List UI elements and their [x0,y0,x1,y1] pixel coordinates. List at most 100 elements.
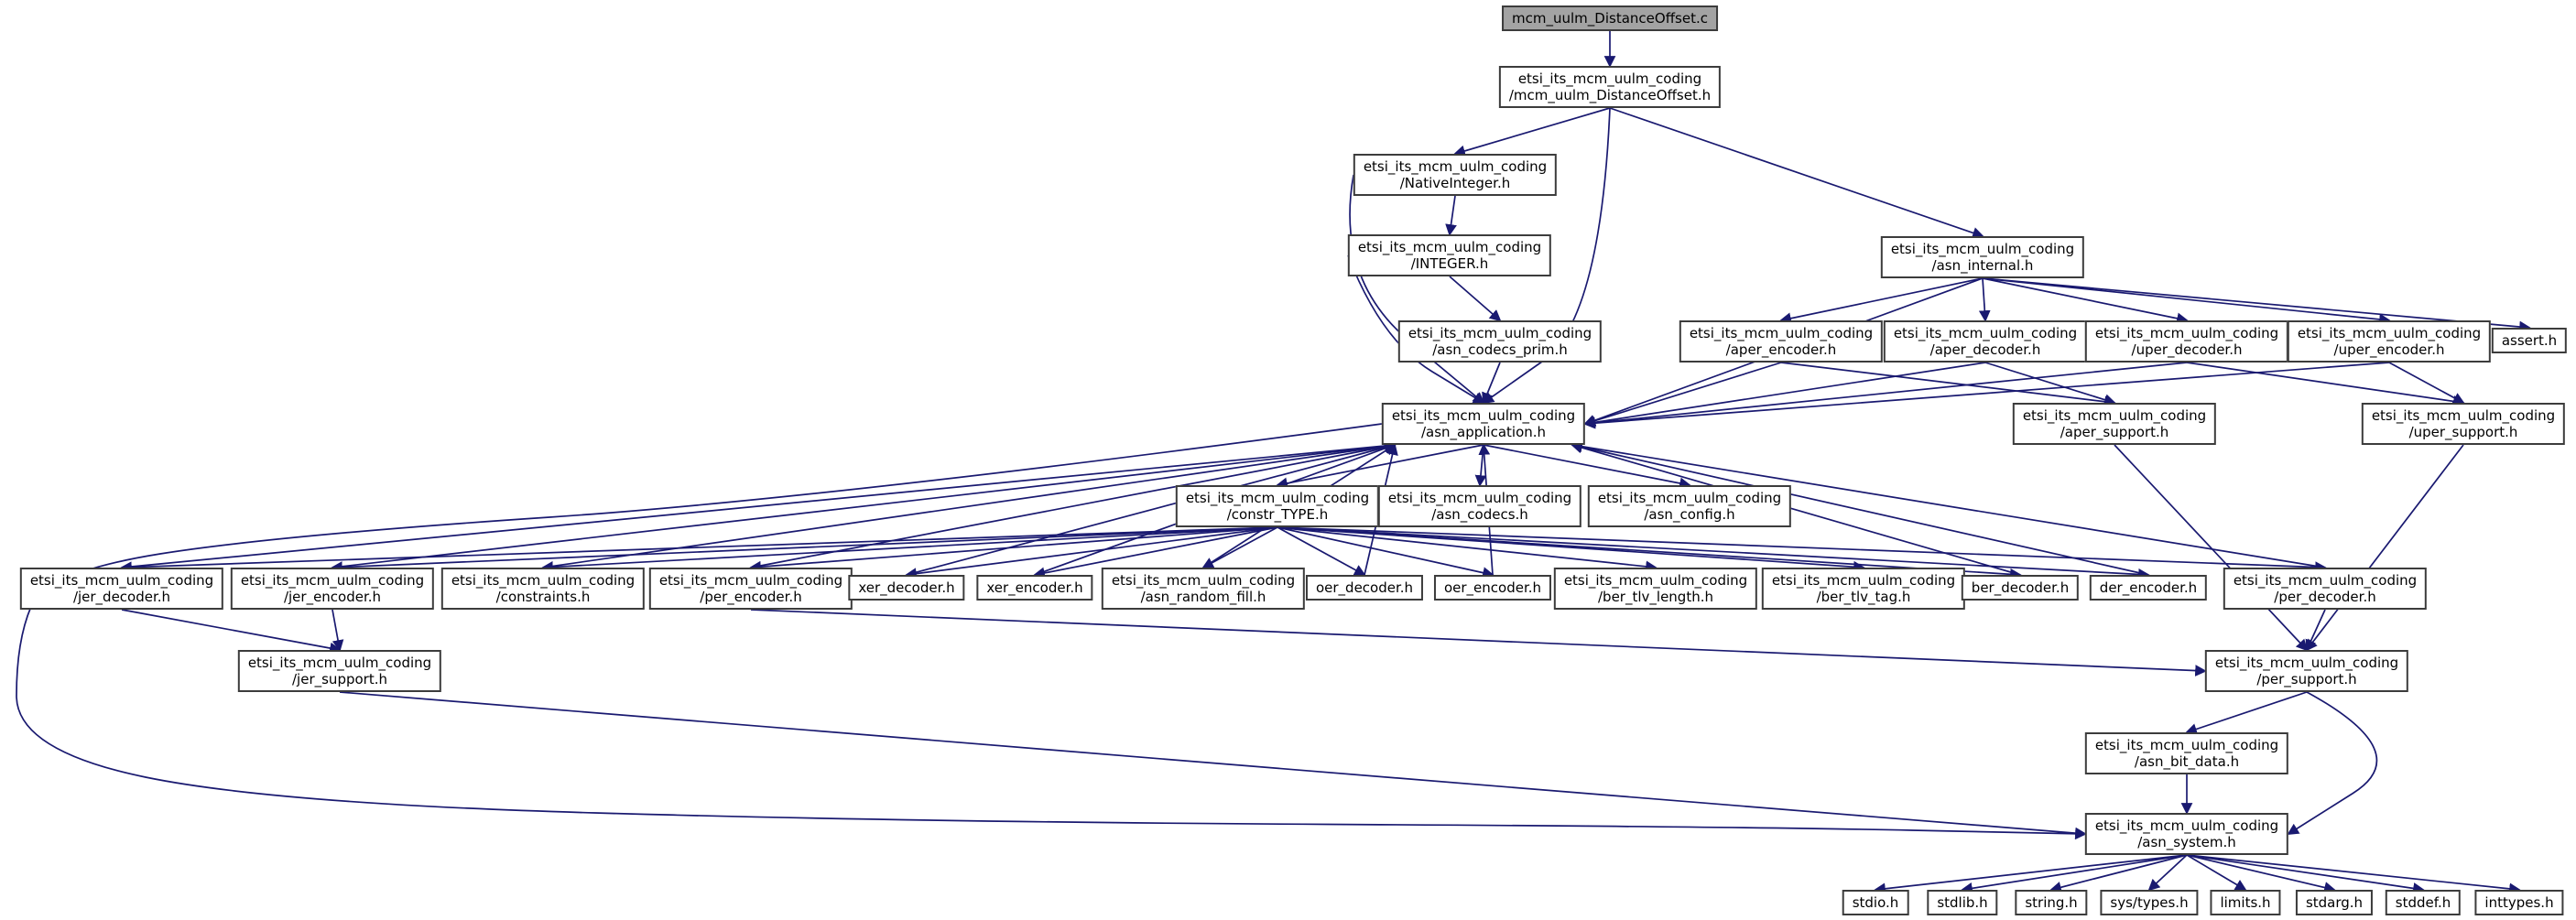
edge-jdec-jsup [121,609,342,655]
graph-node-jdec[interactable]: etsi_its_mcm_uulm_coding/jer_decoder.h [19,568,224,610]
graph-node-stdarg[interactable]: stdarg.h [2295,890,2374,915]
graph-node-btlen[interactable]: etsi_its_mcm_uulm_coding/ber_tlv_length.… [1553,568,1758,610]
graph-node-assert[interactable]: assert.h [2491,328,2568,353]
edge-constr-app [542,440,1397,568]
graph-node-types[interactable]: sys/types.h [2100,890,2199,915]
graph-node-integer[interactable]: etsi_its_mcm_uulm_coding/INTEGER.h [1347,234,1552,276]
graph-node-asup[interactable]: etsi_its_mcm_uulm_coding/aper_support.h [2012,403,2217,445]
edge-jdec-app [121,439,1397,568]
node-label: /INTEGER.h [1410,255,1489,272]
edge-adec-app [1583,362,1986,428]
node-label: etsi_its_mcm_uulm_coding [1517,70,1702,87]
edge-sys-stdlib [1961,854,2188,894]
graph-node-stdio[interactable]: stdio.h [1842,890,1909,915]
graph-node-udec[interactable]: etsi_its_mcm_uulm_coding/uper_decoder.h [2084,320,2289,363]
graph-node-config[interactable]: etsi_its_mcm_uulm_coding/asn_config.h [1587,485,1792,527]
edge-aenc-asup [1780,362,2116,408]
graph-node-ctype[interactable]: etsi_its_mcm_uulm_coding/constr_TYPE.h [1175,485,1380,527]
graph-node-constr[interactable]: etsi_its_mcm_uulm_coding/constraints.h [440,568,646,610]
node-label: der_encoder.h [2099,579,2198,596]
edge-app-sys [16,423,2087,840]
graph-node-stddef[interactable]: stddef.h [2385,890,2462,915]
graph-node-usup[interactable]: etsi_its_mcm_uulm_coding/uper_support.h [2361,403,2566,445]
graph-node-inttypes[interactable]: inttypes.h [2474,890,2564,915]
edge-internal-aenc [1779,277,1984,325]
graph-node-aenc[interactable]: etsi_its_mcm_uulm_coding/aper_encoder.h [1679,320,1884,363]
edge-asup-psup [2114,444,2309,652]
node-label: etsi_its_mcm_uulm_coding [1597,490,1782,506]
graph-node-bdec[interactable]: ber_decoder.h [1961,575,2080,601]
graph-node-bttag[interactable]: etsi_its_mcm_uulm_coding/ber_tlv_tag.h [1761,568,1966,610]
node-label: /constraints.h [495,589,591,605]
graph-node-app[interactable]: etsi_its_mcm_uulm_coding/asn_application… [1381,403,1586,445]
graph-node-limits[interactable]: limits.h [2210,890,2281,915]
node-label: /uper_decoder.h [2131,341,2243,358]
graph-node-h[interactable]: etsi_its_mcm_uulm_coding/mcm_uulm_Distan… [1498,66,1722,108]
node-label: limits.h [2220,894,2271,911]
node-label: /asn_codecs_prim.h [1432,341,1568,358]
node-label: etsi_its_mcm_uulm_coding [1893,325,2078,341]
graph-node-rfill[interactable]: etsi_its_mcm_uulm_coding/asn_random_fill… [1101,568,1306,610]
node-label: /uper_support.h [2408,424,2518,440]
edge-ctype-denc [1277,526,2150,580]
edge-ctype-penc [749,526,1278,573]
edge-integer-cprim [1449,276,1502,322]
edge-psup-bitd [2185,691,2308,735]
graph-node-stdlib[interactable]: stdlib.h [1927,890,1998,915]
edge-jsup-sys [339,691,2087,839]
edge-app-codecs [1474,444,1487,487]
graph-node-oenc[interactable]: oer_encoder.h [1433,575,1552,601]
edge-internal-assert [1982,277,2531,333]
node-label: etsi_its_mcm_uulm_coding [1408,325,1592,341]
graph-node-native[interactable]: etsi_its_mcm_uulm_coding/NativeInteger.h [1353,154,1558,196]
graph-node-xenc[interactable]: xer_encoder.h [976,575,1093,601]
edge-app-config [1483,444,1691,490]
node-label: etsi_its_mcm_uulm_coding [2297,325,2482,341]
node-label: etsi_its_mcm_uulm_coding [1890,241,2075,257]
graph-node-pdec[interactable]: etsi_its_mcm_uulm_coding/per_decoder.h [2223,568,2428,610]
edge-cprim-app [1482,362,1501,405]
edge-internal-adec [1978,277,1991,322]
graph-node-adec[interactable]: etsi_its_mcm_uulm_coding/aper_decoder.h [1883,320,2088,363]
edge-internal-udec [1982,277,2189,325]
edge-ctype-oenc [1277,526,1495,579]
node-label: /uper_encoder.h [2333,341,2445,358]
graph-node-uenc[interactable]: etsi_its_mcm_uulm_coding/uper_encoder.h [2287,320,2492,363]
node-label: /asn_internal.h [1931,257,2034,274]
edge-penc-psup [750,609,2207,676]
node-label: etsi_its_mcm_uulm_coding [2371,407,2556,424]
edge-app-ctype [1276,444,1484,490]
edge-uenc-app [1583,362,2390,429]
graph-node-internal[interactable]: etsi_its_mcm_uulm_coding/asn_internal.h [1880,236,2085,278]
edge-pdec-app [1571,440,2326,568]
graph-node-psup[interactable]: etsi_its_mcm_uulm_coding/per_support.h [2204,650,2409,692]
graph-node-denc[interactable]: der_encoder.h [2089,575,2208,601]
graph-node-penc[interactable]: etsi_its_mcm_uulm_coding/per_encoder.h [648,568,853,610]
node-label: etsi_its_mcm_uulm_coding [2094,817,2279,834]
node-label: etsi_its_mcm_uulm_coding [240,572,425,589]
node-label: /per_support.h [2256,671,2357,687]
node-label: etsi_its_mcm_uulm_coding [658,572,843,589]
edge-jenc-jsup [332,609,344,652]
node-label: /mcm_uulm_DistanceOffset.h [1508,87,1712,103]
graph-node-c[interactable]: mcm_uulm_DistanceOffset.c [1502,5,1718,31]
edge-pdec-psup [2305,609,2326,652]
graph-node-sys[interactable]: etsi_its_mcm_uulm_coding/asn_system.h [2084,813,2289,855]
node-label: stdarg.h [2305,894,2364,911]
graph-node-string[interactable]: string.h [2015,890,2088,915]
node-label: /aper_encoder.h [1725,341,1837,358]
graph-node-codecs[interactable]: etsi_its_mcm_uulm_coding/asn_codecs.h [1377,485,1582,527]
node-label: sys/types.h [2110,894,2189,911]
node-label: /asn_codecs.h [1431,506,1528,523]
node-label: stddef.h [2395,894,2451,911]
graph-node-cprim[interactable]: etsi_its_mcm_uulm_coding/asn_codecs_prim… [1397,320,1603,363]
edge-denc-app [1571,441,2149,576]
graph-node-bitd[interactable]: etsi_its_mcm_uulm_coding/asn_bit_data.h [2084,732,2289,774]
node-label: /jer_encoder.h [283,589,382,605]
node-label: etsi_its_mcm_uulm_coding [1387,490,1572,506]
graph-node-odec[interactable]: oer_decoder.h [1305,575,1424,601]
graph-node-jenc[interactable]: etsi_its_mcm_uulm_coding/jer_encoder.h [230,568,435,610]
graph-node-jsup[interactable]: etsi_its_mcm_uulm_coding/jer_support.h [237,650,442,692]
graph-node-xdec[interactable]: xer_decoder.h [848,575,965,601]
